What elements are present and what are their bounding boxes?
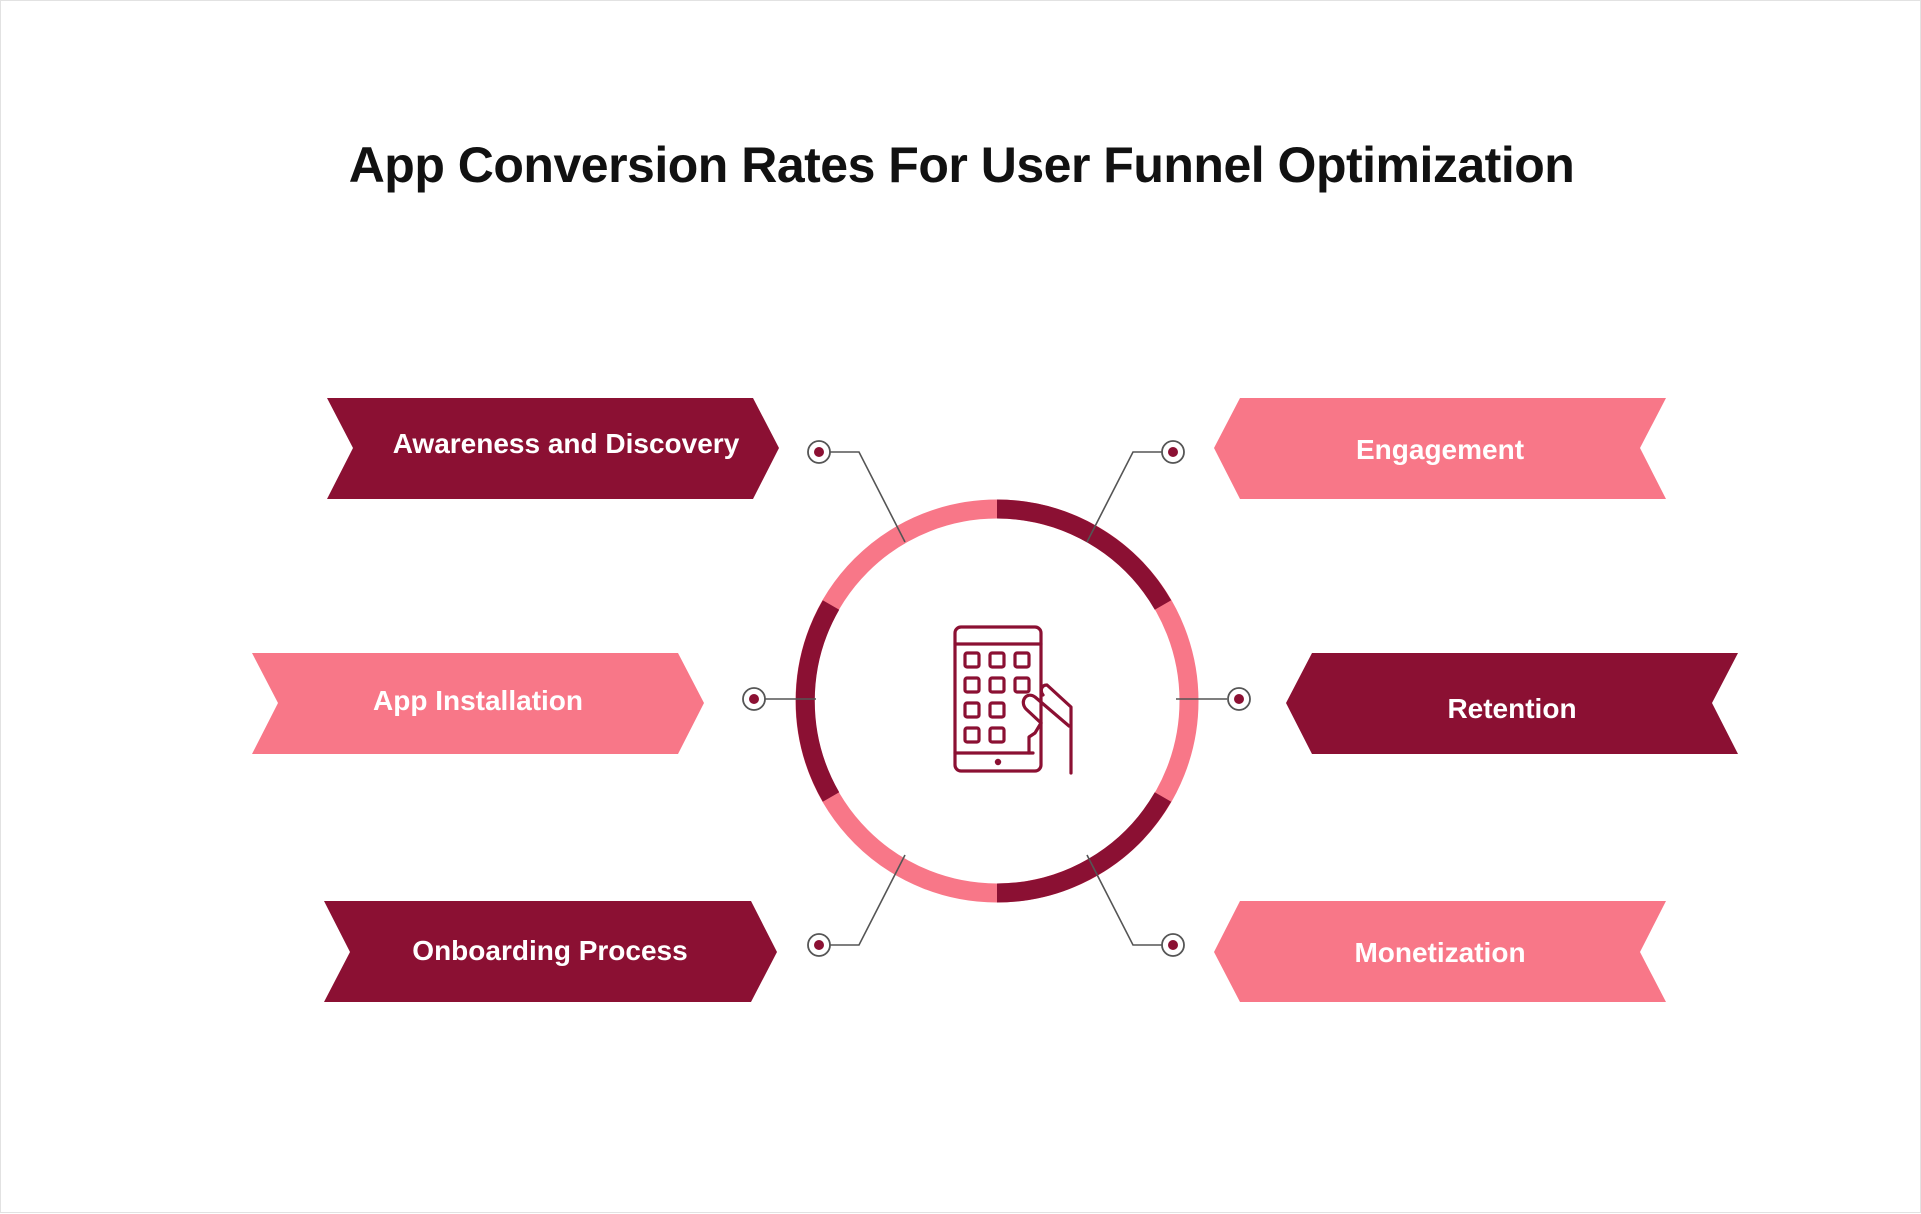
stage-label-engagement: Engagement — [1355, 434, 1525, 465]
ring-arc-left — [795, 600, 840, 802]
connector-monetization — [1086, 854, 1163, 946]
connector-dots — [742, 440, 1251, 957]
banner-engagement — [1214, 398, 1666, 499]
connector-lines — [765, 451, 1227, 946]
dot-awareness — [807, 440, 831, 464]
stage-label-monetization: Monetization — [1354, 937, 1526, 968]
dot-engagement — [1161, 440, 1185, 464]
connector-engagement — [1086, 451, 1163, 543]
ring-arc-bottom-right — [996, 792, 1172, 903]
banner-onboarding — [324, 901, 777, 1002]
smartphone-touch-icon — [953, 625, 1073, 775]
stage-label-retention: Retention — [1447, 693, 1577, 724]
connector-onboarding — [829, 854, 906, 946]
dot-onboarding — [807, 933, 831, 957]
connector-awareness — [829, 451, 906, 543]
banner-monetization — [1214, 901, 1666, 1002]
banner-retention — [1286, 653, 1738, 754]
dot-installation — [742, 687, 766, 711]
stage-label-installation: App Installation — [373, 685, 583, 716]
page-title: App Conversion Rates For User Funnel Opt… — [348, 137, 1575, 193]
dot-retention — [1227, 687, 1251, 711]
banner-installation — [252, 653, 704, 754]
banner-awareness — [327, 398, 779, 499]
stage-label-onboarding: Onboarding Process — [412, 935, 688, 966]
stage-label-awareness: Awareness and Discovery — [392, 428, 740, 459]
dot-monetization — [1161, 933, 1185, 957]
ring-arc-top-right — [996, 499, 1172, 610]
